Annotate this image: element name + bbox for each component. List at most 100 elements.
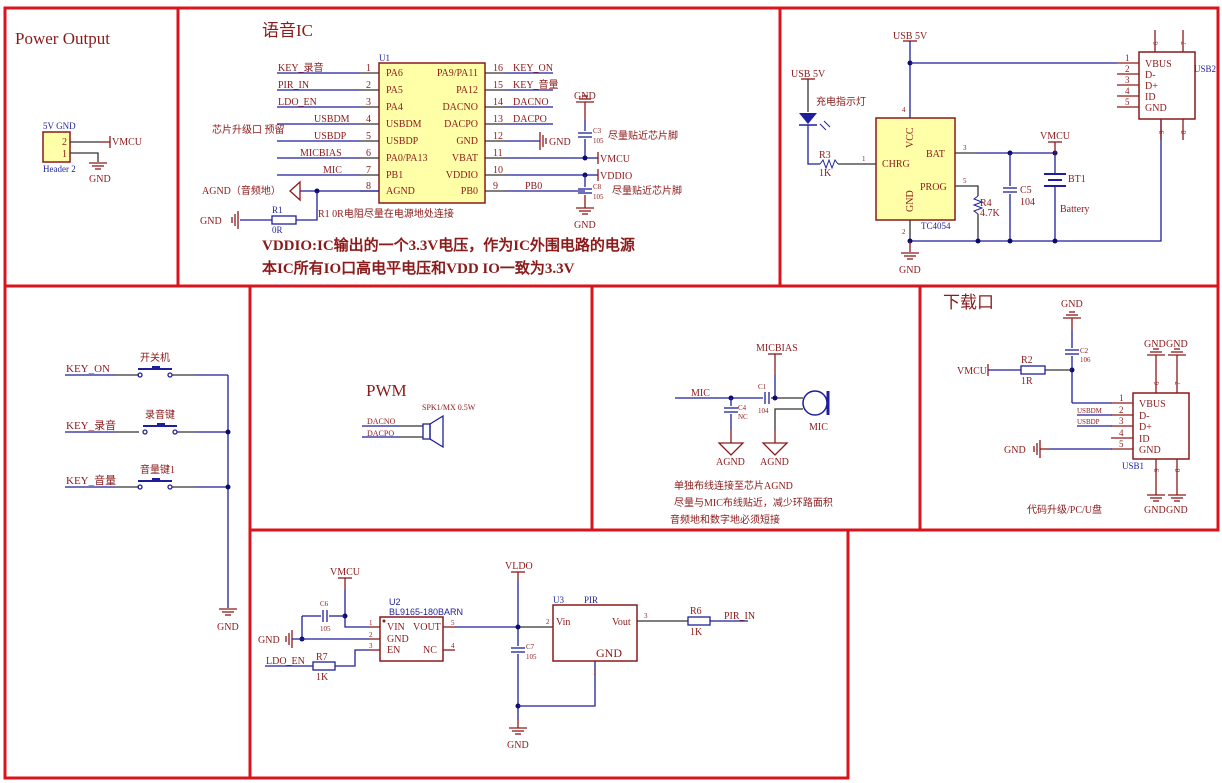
- c6-value: 105: [320, 625, 331, 633]
- pin-number: 5: [451, 619, 455, 627]
- pin-number: 6: [1152, 41, 1160, 45]
- net-label: KEY_ON: [513, 63, 553, 74]
- push-switch-icon: [137, 366, 173, 378]
- pin-name: USBDP: [386, 136, 419, 147]
- ldo-pir-section: VMCU C6 105 GND U2 BL9165-180BARN VIN VO…: [258, 561, 755, 751]
- agnd-label: AGND: [760, 457, 789, 468]
- pin-number: 4: [366, 114, 371, 125]
- capacitor-c7: [510, 647, 526, 653]
- r1-note: R1 0R电阻尽量在电源地处连接: [318, 207, 454, 220]
- pin-name: PA6: [386, 68, 403, 79]
- gnd-label: GND: [1004, 445, 1026, 456]
- voice-ic-chip: [378, 62, 486, 204]
- pin-number: 9: [493, 181, 498, 192]
- usb2-connector: [1138, 51, 1196, 120]
- r2-value: 1R: [1021, 376, 1033, 387]
- pin-number: 16: [493, 63, 503, 74]
- gnd-label: GND: [507, 740, 529, 751]
- pin-name: GND: [1145, 103, 1167, 114]
- c6-ref: C6: [320, 600, 329, 608]
- r7-ref: R7: [316, 652, 328, 663]
- mic-note: 音频地和数字地必须短接: [670, 513, 780, 526]
- speaker-label: SPK1/MX 0.5W: [422, 403, 476, 412]
- vmcu-label: VMCU: [600, 154, 631, 165]
- c4-value: NC: [738, 413, 748, 421]
- r4-ref: R4: [980, 198, 992, 209]
- resistor-r6: [687, 616, 711, 626]
- gnd-label: GND: [1061, 299, 1083, 310]
- r4-value: 4.7K: [980, 208, 1001, 219]
- pin-number: 7: [1180, 41, 1188, 45]
- pin-number: 8: [1174, 468, 1182, 472]
- vcc-pin: VCC: [905, 127, 916, 148]
- pin-number: 1: [1119, 393, 1124, 403]
- ground-icon: [1167, 494, 1187, 502]
- led-label: 充电指示灯: [816, 95, 866, 108]
- net-label: MIC: [323, 165, 342, 176]
- tc4054-chip: [875, 117, 956, 221]
- vmcu-label: VMCU: [112, 137, 143, 148]
- gnd-label: GND: [89, 174, 111, 185]
- upgrade-note: 芯片升级口 预留: [212, 123, 285, 136]
- ground-icon: [575, 207, 595, 215]
- resistor-r1: [271, 215, 297, 225]
- pin-name: PA12: [456, 85, 478, 96]
- resistor-r3: [819, 158, 839, 170]
- near-pin-note: 尽量贴近芯片脚: [608, 129, 678, 142]
- ground-icon: [285, 629, 293, 649]
- c2-value: 106: [1080, 356, 1091, 364]
- pwm-section: PWM SPK1/MX 0.5W DACNO DACPO: [362, 381, 476, 449]
- download-section: 下载口 GND C2 106 VMCU R2 1R 1VBUS2D-3D+4ID…: [943, 293, 1190, 516]
- usb-ref: USB1: [1122, 461, 1144, 471]
- pir-in-net: PIR_IN: [724, 611, 755, 622]
- led-icon: [799, 113, 817, 124]
- ground-icon: [88, 162, 108, 170]
- pin-name: VDDIO: [446, 170, 478, 181]
- pin-number: 1: [593, 669, 597, 677]
- pin-name: PB0: [461, 186, 478, 197]
- pin-number: 7: [1174, 381, 1182, 385]
- dacno-net: DACNO: [367, 417, 396, 426]
- ground-icon: [218, 608, 238, 616]
- pin-number: 3: [366, 97, 371, 108]
- u2-part: BL9165-180BARN: [389, 607, 463, 617]
- pin-name: D-: [1145, 70, 1156, 81]
- mic-net-label: MIC: [691, 388, 710, 399]
- resistor-r4: [972, 195, 984, 215]
- pin-name: DACPO: [444, 119, 478, 130]
- switch-label: 开关机: [140, 351, 170, 364]
- resistor-r2: [1020, 365, 1046, 375]
- r1-ref: R1: [272, 205, 283, 215]
- near-pin-note: 尽量贴近芯片脚: [612, 184, 682, 197]
- c5-ref: C5: [1020, 185, 1032, 196]
- gnd-label: GND: [574, 220, 596, 231]
- section-title: Power Output: [15, 29, 110, 48]
- micbias-label: MICBIAS: [756, 343, 798, 354]
- mic-note: 单独布线连接至芯片AGND: [674, 479, 793, 492]
- pin-name: DACNO: [442, 102, 478, 113]
- push-switch-icon: [137, 478, 173, 490]
- pin-header-label: 5V GND: [43, 121, 76, 131]
- pin-number: 14: [493, 97, 503, 108]
- switch-label: 录音键: [145, 408, 175, 421]
- gnd-label: GND: [1144, 505, 1166, 516]
- pin-name: D-: [1139, 411, 1150, 422]
- pin-name: PA4: [386, 102, 403, 113]
- pin-name: GND: [1139, 445, 1161, 456]
- ground-icon: [900, 252, 920, 260]
- pin-number: 9: [1158, 130, 1166, 134]
- vin-pin: VIN: [387, 622, 405, 633]
- ic-ref: U1: [379, 53, 390, 63]
- r3-value: 1K: [819, 168, 832, 179]
- push-switch-icon: [142, 423, 178, 435]
- header-ref: Header 2: [43, 164, 76, 174]
- gnd-pin: GND: [905, 190, 916, 212]
- gnd-label: GND: [258, 635, 280, 646]
- pin-name: ID: [1145, 92, 1156, 103]
- pin-number: 5: [1119, 439, 1124, 449]
- net-label: DACNO: [513, 97, 549, 108]
- pin-name: GND: [456, 136, 478, 147]
- resistor-r7: [312, 661, 336, 671]
- gnd-label: GND: [1144, 339, 1166, 350]
- vmcu-label: VMCU: [330, 567, 361, 578]
